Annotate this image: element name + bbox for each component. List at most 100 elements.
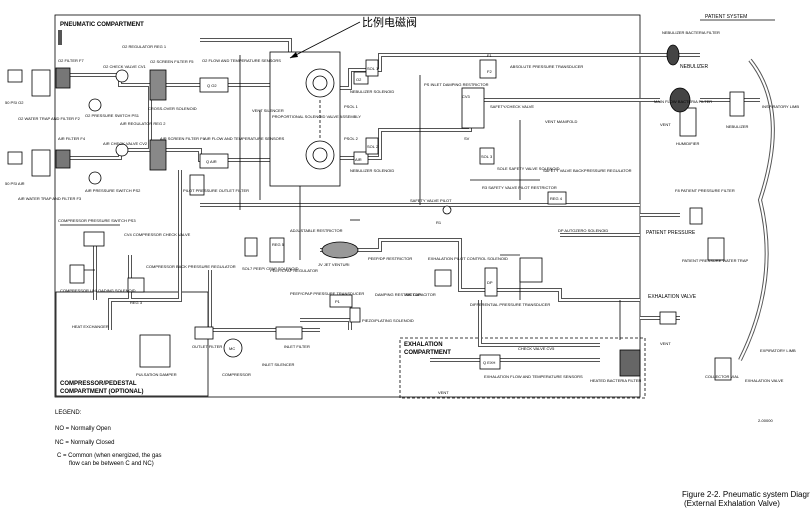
label-pp-filter: F8 PATIENT PRESSURE FILTER — [675, 188, 735, 193]
air-box — [353, 151, 369, 165]
f5-box — [275, 326, 303, 340]
label-psol1: PSOL 1 — [344, 104, 359, 109]
exhalation-title-2: COMPARTMENT — [404, 350, 451, 356]
label-inspiratory: INSPIRATORY LIMB — [762, 104, 799, 109]
label-reg4: REG 4 — [550, 196, 563, 201]
air-filter-box — [55, 149, 71, 169]
label-o2: O2 — [356, 77, 362, 82]
label-piezo: PIEZO/PLATING SOLENOID — [362, 318, 414, 323]
heated-filter-box — [619, 349, 641, 377]
label-psol2: PSOL 2 — [344, 136, 359, 141]
legend-c2: flow can be between C and NC) — [69, 461, 154, 468]
exhalation-title: EXHALATION — [404, 342, 443, 348]
label-comp-switch: COMPRESSOR PRESSURE SWITCH PS3 — [58, 218, 136, 223]
label-pulsation: PULSATION DAMPER — [136, 372, 177, 377]
o2-box — [353, 71, 369, 85]
label-outlet-filter: OUTLET FILTER — [192, 344, 222, 349]
legend: LEGEND: NO = Normally Open NC = Normally… — [55, 410, 162, 469]
label-air-filter: AIR FILTER F4 — [58, 136, 86, 141]
peep-solenoid-box — [244, 237, 258, 257]
reg3-box — [127, 277, 145, 293]
label-pilot-outlet: PILOT PRESSURE OUTLET FILTER — [183, 188, 249, 193]
caption-line1: Figure 2-2. Pneumatic system Diagr — [682, 490, 810, 499]
label-qexh: Q EXH — [483, 360, 496, 365]
label-o2-regulator: O2 REGULATOR REG 1 — [122, 44, 167, 49]
label-q-o2: Q O2 — [207, 83, 217, 88]
label-reg5: REG 5 — [272, 242, 285, 247]
f6-box — [194, 326, 214, 340]
label-exh-ctrl: EXHALATION PILOT CONTROL SOLENOID — [428, 256, 508, 261]
p1-box — [329, 294, 353, 308]
label-nebulizer: NEBULIZER — [680, 64, 708, 70]
label-f2: F2 — [487, 69, 492, 74]
air-screen-filter — [149, 139, 167, 171]
label-crossover: CROSS-OVER SOLENOID — [148, 106, 197, 111]
label-sv: SV — [464, 136, 470, 141]
label-expiratory: EXPIRATORY LIMB — [760, 348, 796, 353]
label-absolute: ABSOLUTE PRESSURE TRANSDUCER — [510, 64, 583, 69]
air-water-trap — [31, 149, 51, 177]
jet-venturi — [321, 241, 359, 259]
label-psi-air: 50 PSI AIR — [5, 181, 25, 186]
label-collector: COLLECTOR VIAL — [705, 374, 740, 379]
reg4-box — [547, 191, 567, 205]
signal-lines — [60, 55, 621, 340]
reg5-box — [269, 237, 285, 263]
label-safety-sol: SOLE SAFETY VALVE SOLENOID — [497, 166, 560, 171]
label-adj-restrictor: ADJUSTABLE RESTRICTOR — [290, 228, 343, 233]
chinese-title: 比例电磁阀 — [362, 15, 417, 29]
label-reg3: REG 3 — [130, 300, 143, 305]
label-r3: R3 SAFETY VALVE PILOT RESTRICTOR — [482, 185, 557, 190]
label-exh-valve: EXHALATION VALVE — [648, 294, 697, 300]
label-q-air: Q AIR — [206, 159, 217, 164]
label-f1: F1 — [487, 53, 492, 58]
label-o2-screen: O2 SCREEN FILTER F5 — [150, 59, 194, 64]
legend-nc: NC = Normally Closed — [55, 439, 115, 446]
label-compressor: COMPRESSOR — [222, 372, 251, 377]
pp-water-trap — [707, 237, 725, 261]
label-sol1: SOL 1 — [367, 66, 379, 71]
label-inlet-filter: INLET FILTER — [284, 344, 310, 349]
compressor-switch-box — [83, 231, 105, 247]
compressor-motor — [223, 338, 243, 358]
o2-filter-box — [55, 67, 71, 89]
piezo-box — [349, 307, 361, 323]
label-ref: 2-00000 — [758, 418, 773, 423]
air-flow-sensor-box — [199, 153, 229, 169]
label-damping-r: DAMPING RESTRICTOR — [375, 292, 421, 297]
pp-filter — [689, 207, 703, 225]
label-sol2: SOL 2 — [367, 144, 379, 149]
qexh-box — [479, 354, 501, 370]
collector-vial — [714, 357, 732, 381]
label-damping: PS INLET DAMPING RESTRICTOR — [424, 82, 489, 87]
label-nebulizer-unit: NEBULIZER — [726, 124, 749, 129]
sol3-box — [479, 147, 495, 165]
label-peep-trans: PEEP/CPAP PRESSURE TRANSDUCER — [290, 291, 364, 296]
compressor-compartment-border — [55, 291, 209, 397]
o2-inlet — [7, 69, 23, 83]
o2-pressure-switch — [88, 98, 102, 112]
legend-no: NO = Normally Open — [55, 425, 111, 432]
o2-check-valve — [115, 69, 129, 83]
humidifier-box — [679, 107, 697, 137]
label-main-flow: MAIN FLOW BACTERIA FILTER — [654, 99, 712, 104]
label-safety-pilot: SAFETY VALVE PILOT — [410, 198, 452, 203]
exhalation-solenoid-box — [434, 269, 452, 287]
label-o2-trap: O2 WATER TRAP AND FILTER F2 — [18, 116, 81, 121]
label-heated: HEATED BACTERIA FILTER — [590, 378, 642, 383]
label-cv4: CV4 COMPRESSOR CHECK VALVE — [124, 232, 191, 237]
label-air-trap: AIR WATER TRAP AND FILTER F3 — [18, 196, 82, 201]
label-air: AIR — [355, 157, 362, 162]
o2-flow-sensor-box — [199, 77, 229, 93]
label-cv5: CHECK VALVE CV5 — [518, 346, 555, 351]
air-pressure-switch — [88, 171, 102, 185]
label-proportional: PROPORTIONAL SOLENOID VALVE ASSEMBLY — [272, 114, 361, 119]
label-neb-sol1: NEBULIZER SOLENOID — [350, 89, 394, 94]
label-humidifier: HUMIDIFIER — [676, 141, 699, 146]
legend-c1: C = Common (when energized, the gas — [57, 453, 162, 460]
label-mc: MC — [229, 346, 235, 351]
label-patient-pressure: PATIENT PRESSURE — [646, 230, 696, 236]
air-check-valve — [115, 143, 129, 157]
label-safety-bp: SAFETY VALVE BACKPRESSURE REGULATOR — [543, 168, 632, 173]
